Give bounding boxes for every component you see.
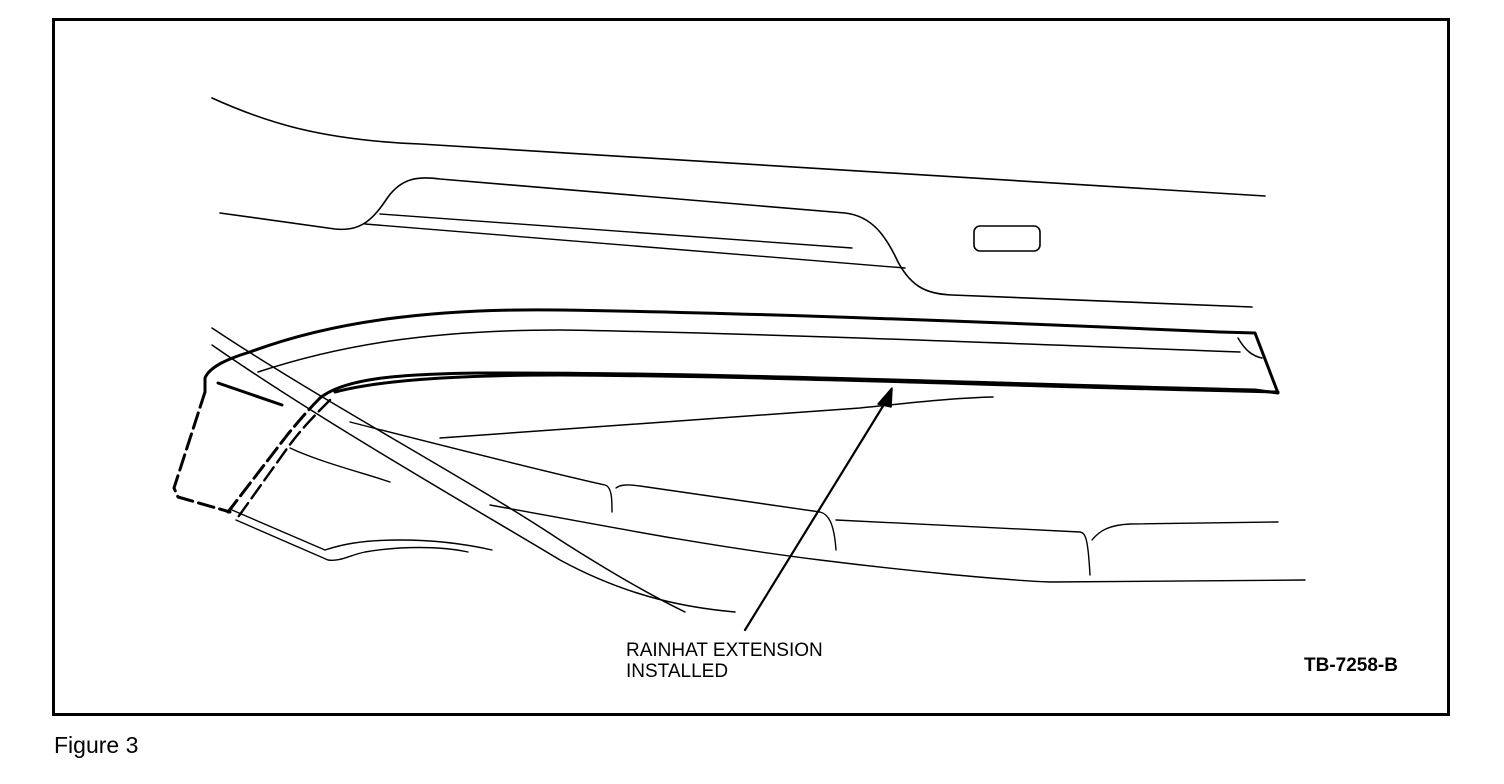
hidden-edge-dashed-2 xyxy=(226,396,322,514)
rear-wedge xyxy=(216,381,284,407)
bumper-lower-edge-2 xyxy=(231,509,493,551)
upper-panel-edge xyxy=(211,97,1266,197)
rainhat-bottom-edge xyxy=(333,373,1280,394)
panel-slot xyxy=(973,225,1041,252)
diagonal-strap-line-1 xyxy=(211,327,686,613)
extension-rear-corner xyxy=(203,350,252,394)
lower-body-line-3 xyxy=(489,504,1306,583)
lower-body-line-2 xyxy=(289,447,391,483)
rainhat-outer-edge xyxy=(248,308,1280,400)
callout-line-1: RAINHAT EXTENSION xyxy=(626,640,823,661)
callout-label: RAINHAT EXTENSION INSTALLED xyxy=(626,640,823,682)
hidden-edge-dashed-3 xyxy=(234,398,332,522)
diagonal-strap-line-2 xyxy=(211,344,736,613)
callout-line-2: INSTALLED xyxy=(626,661,729,682)
figure-frame xyxy=(52,18,1450,716)
extension-flange-line xyxy=(439,396,994,439)
rainhat-inner-lip xyxy=(257,329,1241,373)
reference-code: TB-7258-B xyxy=(1304,655,1398,676)
bumper-lower-edge xyxy=(235,519,469,562)
figure-caption: Figure 3 xyxy=(54,732,139,758)
rainhat-front-lip xyxy=(1237,337,1263,359)
panel-channel-outline xyxy=(219,177,1253,308)
hidden-edge-dashed xyxy=(172,390,232,514)
panel-channel-inner-line xyxy=(379,213,853,249)
callout-leader-line xyxy=(743,396,890,632)
callout-arrowhead xyxy=(877,387,893,408)
panel-channel-lower-line xyxy=(364,223,906,269)
lower-body-line-1 xyxy=(349,421,1279,576)
